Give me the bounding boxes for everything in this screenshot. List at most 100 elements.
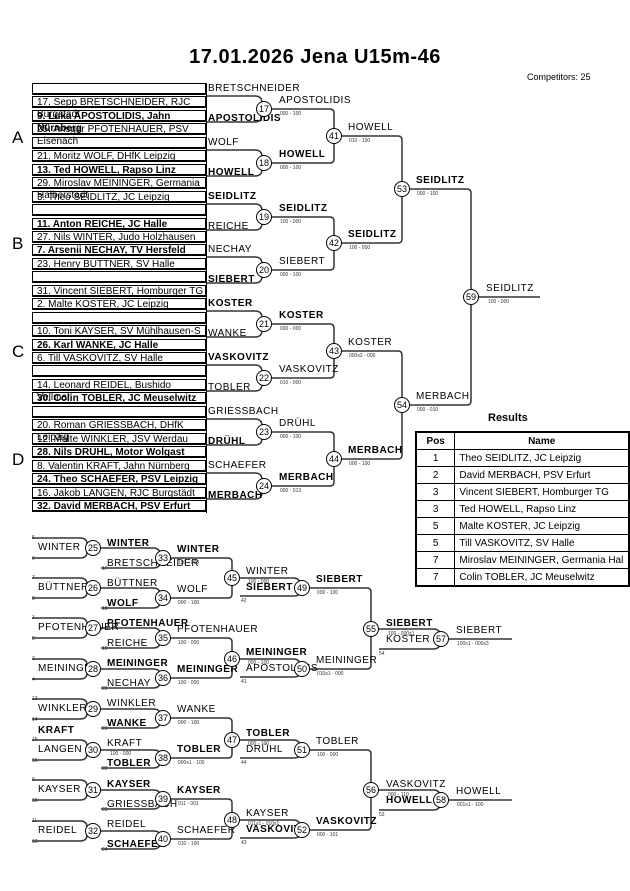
match-score: 000 - 100: [417, 191, 439, 197]
competitor-name: NECHAY: [208, 244, 252, 255]
entry-row: 28. Nils DRÜHL, Motor Wolgast: [32, 446, 206, 459]
match-score: 000 - 000: [280, 326, 302, 332]
competitor-name: SEIDLITZ: [208, 191, 257, 202]
competitor-name: SIEBERT: [246, 582, 293, 593]
match-score: 000 - 010: [417, 407, 439, 413]
match-number-circle[interactable]: 46: [224, 651, 240, 667]
match-number-circle[interactable]: 55: [363, 621, 379, 637]
competitor-name: KAYSER: [177, 785, 221, 796]
bronze-winner-name: SIEBERT: [456, 625, 503, 636]
competitor-name: TOBLER: [177, 744, 221, 755]
match-number-circle[interactable]: 27: [85, 620, 101, 636]
match-score: 000 - 100: [280, 111, 302, 117]
match-number-circle[interactable]: 32: [85, 823, 101, 839]
match-score: 000 - 110: [388, 792, 409, 798]
match-score: 010 - 000: [280, 380, 302, 386]
match-number-circle[interactable]: 28: [85, 661, 101, 677]
semis-connector: [410, 188, 472, 406]
match-number-circle[interactable]: 58: [433, 792, 449, 808]
match-number-circle[interactable]: 25: [85, 540, 101, 556]
match-number-circle[interactable]: 31: [85, 782, 101, 798]
match-number-circle[interactable]: 53: [394, 181, 410, 197]
match-number-circle[interactable]: 42: [326, 235, 342, 251]
competitor-name: NECHAY: [107, 678, 151, 689]
pool-label-b: B: [12, 234, 24, 253]
result-name: Malte KOSTER, JC Leipzig: [454, 517, 630, 535]
competitor-name: SCHAEFER: [208, 460, 267, 471]
match-number-circle[interactable]: 36: [155, 670, 171, 686]
match-number-circle[interactable]: 59: [463, 289, 479, 305]
match-score: 000 - 100: [349, 461, 371, 467]
seed-number: 21: [102, 726, 108, 732]
match-number-circle[interactable]: 40: [155, 831, 171, 847]
match-number-circle[interactable]: 17: [256, 101, 272, 117]
match-number-circle[interactable]: 38: [155, 750, 171, 766]
match-score: 100 - 000: [110, 751, 132, 757]
match-number-circle[interactable]: 48: [224, 812, 240, 828]
seed-number: 24: [102, 847, 108, 853]
match-number-circle[interactable]: 51: [294, 742, 310, 758]
match-number-circle[interactable]: 49: [294, 580, 310, 596]
result-position: 3: [415, 500, 456, 518]
result-position: 3: [415, 483, 456, 501]
seed-number: 6: [32, 556, 35, 562]
competitor-name: DRÜHL: [246, 744, 283, 755]
competitor-name: SIEBERT: [386, 618, 433, 629]
match-score: 100 - 000: [349, 245, 371, 251]
match-score: 000 - 100: [280, 272, 302, 278]
seed-number: 5: [32, 535, 35, 541]
match-number-circle[interactable]: 41: [326, 128, 342, 144]
competitor-name: PFOTENHAUER: [107, 618, 189, 629]
match-number-circle[interactable]: 47: [224, 732, 240, 748]
match-score: 100 - 000: [178, 640, 200, 646]
competitor-name: WANKE: [107, 718, 147, 729]
entry-row: 27. Nils WINTER, Judo Holzhausen: [32, 230, 206, 243]
match-number-circle[interactable]: 45: [224, 570, 240, 586]
competitor-name: VASKOVITZ: [386, 779, 446, 790]
match-number-circle[interactable]: 19: [256, 209, 272, 225]
match-number-circle[interactable]: 44: [326, 451, 342, 467]
competitor-name: SIEBERT: [279, 256, 326, 267]
result-name: Till VASKOVITZ, SV Halle: [454, 534, 630, 552]
match-number-circle[interactable]: 21: [256, 316, 272, 332]
entry-row-empty: [32, 136, 206, 149]
match-score: 000 - 100: [280, 434, 302, 440]
seed-number: 14: [32, 717, 38, 723]
seed-number: 10: [32, 798, 38, 804]
match-number-circle[interactable]: 50: [294, 661, 310, 677]
seed-number: 11: [32, 818, 38, 824]
match-number-circle[interactable]: 39: [155, 791, 171, 807]
match-number-circle[interactable]: 34: [155, 590, 171, 606]
match-number-circle[interactable]: 26: [85, 580, 101, 596]
match-number-circle[interactable]: 57: [433, 631, 449, 647]
match-number-circle[interactable]: 43: [326, 343, 342, 359]
match-score: 000s1 - 100: [178, 760, 205, 766]
repechage-above-name: KRAFT: [38, 725, 75, 736]
competitor-name: WINKLER: [107, 698, 157, 709]
match-number-circle[interactable]: 52: [294, 822, 310, 838]
match-number-circle[interactable]: 30: [85, 742, 101, 758]
match-number-circle[interactable]: 35: [155, 630, 171, 646]
competitor-name: MERBACH: [208, 490, 263, 501]
match-score: 000 - 100: [248, 741, 270, 747]
competitor-name: SEIDLITZ: [416, 175, 465, 186]
match-number-circle[interactable]: 56: [363, 782, 379, 798]
match-number-circle[interactable]: 33: [155, 550, 171, 566]
match-number-circle[interactable]: 54: [394, 397, 410, 413]
match-number-circle[interactable]: 29: [85, 701, 101, 717]
match-number-circle[interactable]: 18: [256, 155, 272, 171]
match-score: 100s1 - 000s3: [457, 641, 489, 647]
seed-number: 9: [32, 777, 35, 783]
match-number-circle[interactable]: 23: [256, 424, 272, 440]
match-number-circle[interactable]: 22: [256, 370, 272, 386]
competitor-name: KAYSER: [38, 784, 81, 795]
competitor-name: WINTER: [246, 566, 289, 577]
match-number-circle[interactable]: 37: [155, 710, 171, 726]
match-number-circle[interactable]: 20: [256, 262, 272, 278]
seed-number: 54: [379, 651, 385, 657]
match-number-circle[interactable]: 24: [256, 478, 272, 494]
match-score: 000 - 100: [178, 600, 200, 606]
